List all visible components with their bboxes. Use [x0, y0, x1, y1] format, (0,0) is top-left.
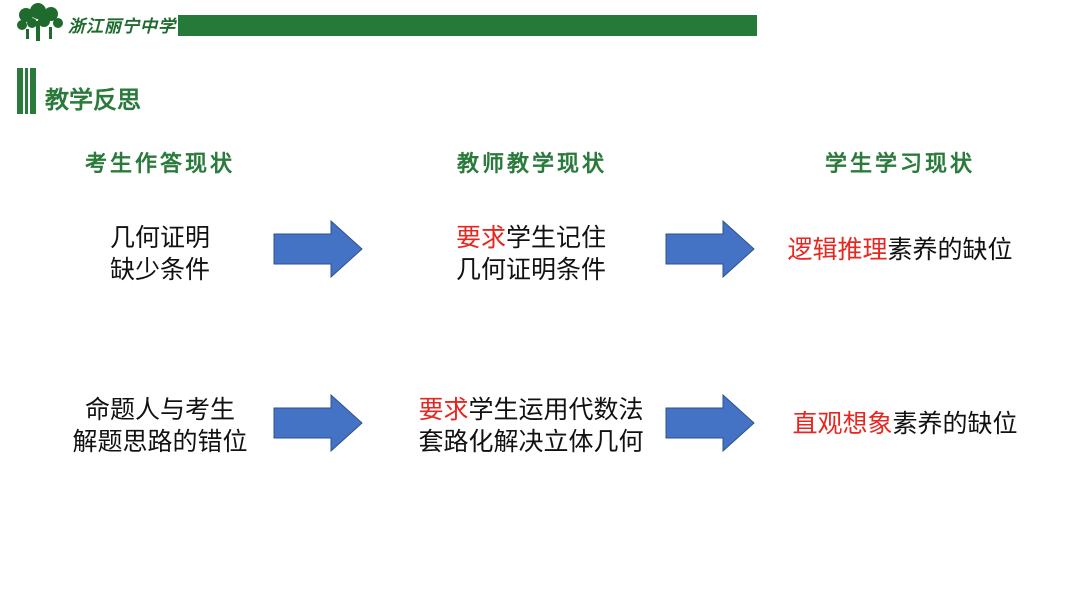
cell-line: 套路化解决立体几何	[418, 427, 644, 456]
learning-status-cell: 直观想象素养的缺位	[770, 408, 1040, 440]
cell-line: 几何证明	[109, 223, 210, 252]
highlight-text: 要求	[418, 395, 469, 424]
cell-line: 要求学生运用代数法	[395, 394, 667, 426]
cell-text: 学生运用代数法	[468, 395, 644, 424]
exam-status-cell: 几何证明 缺少条件	[60, 222, 260, 286]
header-bar	[178, 15, 757, 36]
section-title: 教学反思	[45, 86, 141, 114]
cell-line: 解题思路的错位	[72, 427, 248, 456]
cell-text: 学生记住	[506, 223, 607, 252]
right-arrow-icon	[273, 394, 363, 452]
exam-status-cell: 命题人与考生 解题思路的错位	[50, 394, 270, 458]
column-header-teaching: 教师教学现状	[456, 151, 607, 177]
cell-line: 缺少条件	[109, 255, 210, 284]
cell-text: 素养的缺位	[887, 235, 1013, 264]
highlight-text: 直观想象	[792, 409, 893, 438]
teaching-status-cell: 要求学生记住 几何证明条件	[400, 222, 662, 286]
right-arrow-icon	[665, 220, 755, 278]
section-marker	[17, 68, 37, 114]
cell-line: 命题人与考生	[84, 395, 235, 424]
teaching-status-cell: 要求学生运用代数法 套路化解决立体几何	[395, 394, 667, 458]
highlight-text: 逻辑推理	[787, 235, 888, 264]
school-name: 浙江丽宁中学	[68, 17, 176, 37]
cell-line: 要求学生记住	[400, 222, 662, 254]
cell-text: 素养的缺位	[892, 409, 1018, 438]
cell-line: 几何证明条件	[455, 255, 606, 284]
highlight-text: 要求	[455, 223, 506, 252]
column-header-exam: 考生作答现状	[84, 151, 235, 177]
tree-logo-icon	[17, 3, 63, 41]
right-arrow-icon	[273, 220, 363, 278]
school-logo: 浙江丽宁中学	[14, 3, 176, 43]
learning-status-cell: 逻辑推理素养的缺位	[765, 234, 1035, 266]
column-header-learning: 学生学习现状	[824, 151, 975, 177]
right-arrow-icon	[665, 394, 755, 452]
